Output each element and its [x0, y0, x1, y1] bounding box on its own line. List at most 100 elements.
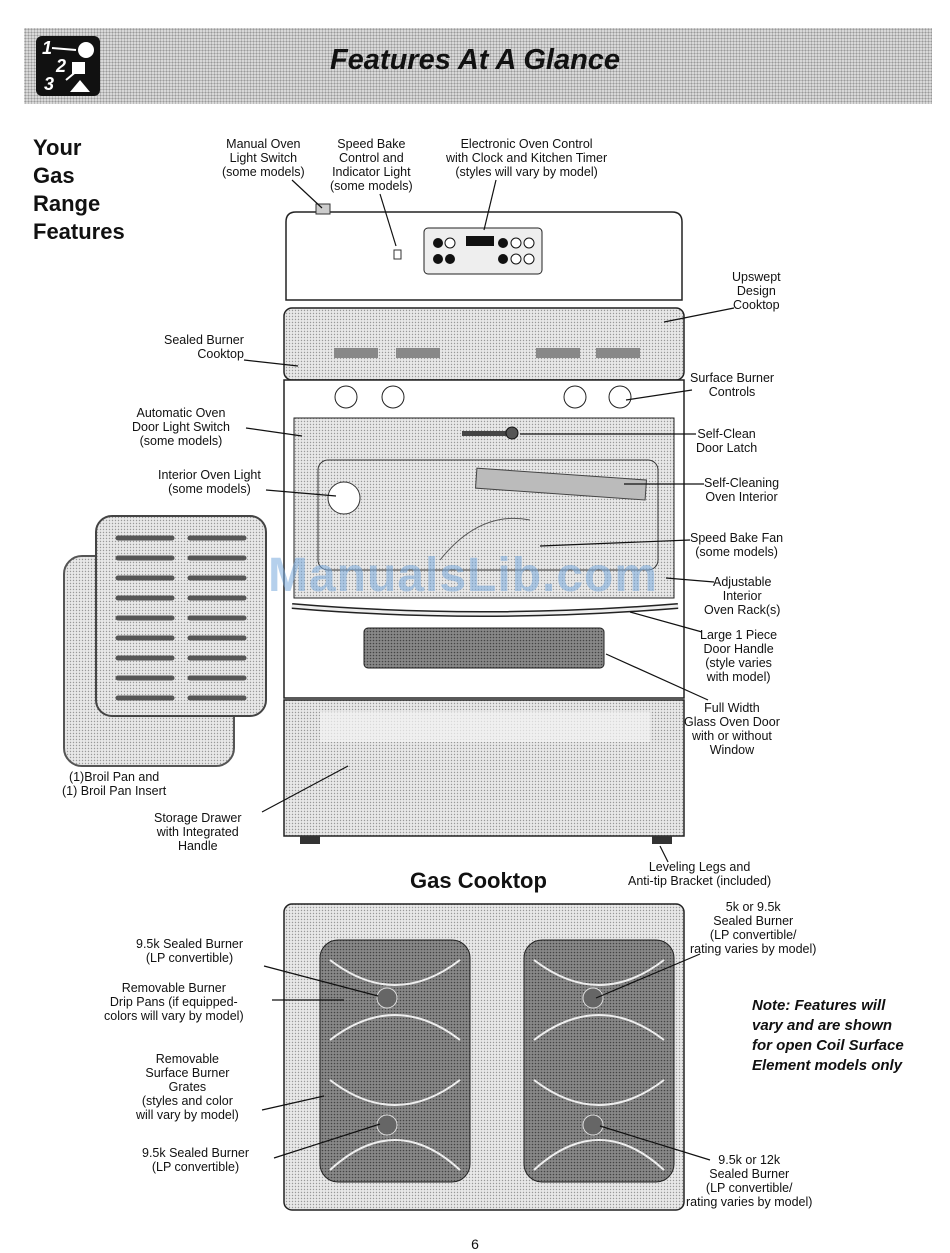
label-burner-5k: 5k or 9.5k Sealed Burner (LP convertible…: [690, 900, 816, 956]
logo-digit-1: 1: [42, 38, 53, 58]
logo-shapes-icon: [51, 42, 94, 92]
label-line: Sealed Burner: [164, 333, 244, 347]
steps-logo-icon: 1 2 3: [36, 36, 100, 96]
label-line: Upswept: [732, 270, 781, 284]
label-line: Sealed Burner: [713, 914, 794, 928]
label-line: Speed Bake Fan: [690, 531, 784, 545]
label-upswept-cooktop: Upswept Design Cooktop: [732, 270, 781, 312]
label-line: Cooktop: [733, 298, 780, 312]
label-line: Oven Rack(s): [704, 603, 781, 617]
label-line: Surface Burner: [145, 1066, 230, 1080]
label-line: with model): [706, 670, 771, 684]
label-drip-pans: Removable Burner Drip Pans (if equipped-…: [104, 981, 244, 1023]
watermark: ManualsLib.com: [268, 549, 659, 602]
label-burner-95k-bottom: 9.5k Sealed Burner (LP convertible): [142, 1146, 249, 1174]
label-line: Cooktop: [197, 347, 244, 361]
gas-cooktop-title: Gas Cooktop: [410, 868, 547, 893]
label-line: Large 1 Piece: [700, 628, 778, 642]
features-note: Note: Features will vary and are shown f…: [752, 996, 904, 1076]
section-title-line: Range: [33, 191, 101, 216]
label-line: Anti-tip Bracket (included): [628, 874, 772, 888]
label-line: Oven Interior: [705, 490, 778, 504]
label-line: Removable Burner: [121, 981, 226, 995]
label-glass-oven-door: Full Width Glass Oven Door with or witho…: [684, 701, 780, 757]
label-line: rating varies by model): [686, 1195, 813, 1209]
label-line: Door Light Switch: [132, 420, 230, 434]
label-line: Handle: [177, 839, 218, 853]
page-number: 6: [471, 1236, 479, 1252]
label-line: Leveling Legs and: [648, 860, 751, 874]
label-line: (LP convertible/: [705, 1181, 793, 1195]
label-line: with Integrated: [156, 825, 239, 839]
label-line: (style varies: [705, 656, 772, 670]
label-line: Design: [736, 284, 776, 298]
logo-digit-2: 2: [56, 56, 67, 76]
label-line: 9.5k Sealed Burner: [142, 1146, 250, 1160]
label-burner-grates: Removable Surface Burner Grates (styles …: [136, 1052, 239, 1122]
note-line: for open Coil Surface: [752, 1037, 904, 1054]
label-interior-oven-light: Interior Oven Light (some models): [158, 468, 261, 496]
label-electronic-oven-control: Electronic Oven Control with Clock and K…: [446, 137, 607, 179]
label-line: Controls: [708, 385, 756, 399]
label-line: Speed Bake: [337, 137, 406, 151]
label-line: with or without: [691, 729, 772, 743]
label-storage-drawer: Storage Drawer with Integrated Handle: [154, 811, 242, 853]
label-line: Door Latch: [696, 441, 758, 455]
label-speed-bake-fan: Speed Bake Fan (some models): [690, 531, 783, 559]
label-line: Light Switch: [229, 151, 298, 165]
label-line: colors will vary by model): [104, 1009, 244, 1023]
label-line: (styles and color: [141, 1094, 233, 1108]
label-line: Manual Oven: [226, 137, 301, 151]
label-line: Self-Cleaning: [704, 476, 780, 490]
label-self-clean-door-latch: Self-Clean Door Latch: [696, 427, 757, 455]
label-door-handle: Large 1 Piece Door Handle (style varies …: [700, 628, 777, 684]
label-manual-oven-light: Manual Oven Light Switch (some models): [222, 137, 305, 179]
label-line: 9.5k Sealed Burner: [136, 937, 244, 951]
label-line: Indicator Light: [332, 165, 411, 179]
note-line: Note: Features will: [752, 997, 886, 1014]
label-line: will vary by model): [136, 1108, 239, 1122]
label-burner-12k: 9.5k or 12k Sealed Burner (LP convertibl…: [686, 1153, 812, 1209]
label-line: with Clock and Kitchen Timer: [446, 151, 608, 165]
label-sealed-burner-cooktop: Sealed Burner Cooktop: [164, 333, 244, 361]
label-line: (1) Broil Pan Insert: [62, 784, 167, 798]
label-surface-burner-controls: Surface Burner Controls: [690, 371, 774, 399]
label-line: (some models): [222, 165, 305, 179]
label-leveling-legs: Leveling Legs and Anti-tip Bracket (incl…: [628, 860, 771, 888]
label-line: rating varies by model): [690, 942, 817, 956]
label-line: Automatic Oven: [136, 406, 226, 420]
label-broil-pan: (1)Broil Pan and (1) Broil Pan Insert: [62, 770, 166, 798]
label-line: Full Width: [704, 701, 760, 715]
section-title-line: Gas: [33, 163, 75, 188]
header-band: [24, 28, 932, 104]
label-burner-95k-top: 9.5k Sealed Burner (LP convertible): [136, 937, 243, 965]
label-line: (some models): [139, 434, 223, 448]
label-line: Glass Oven Door: [684, 715, 780, 729]
label-line: 9.5k or 12k: [718, 1153, 781, 1167]
label-automatic-door-light-switch: Automatic Oven Door Light Switch (some m…: [132, 406, 230, 448]
note-line: Element models only: [752, 1057, 903, 1074]
label-self-cleaning-oven-interior: Self-Cleaning Oven Interior: [704, 476, 779, 504]
section-title-line: Your: [33, 135, 82, 160]
label-line: Electronic Oven Control: [460, 137, 593, 151]
label-line: Control and: [339, 151, 404, 165]
label-line: Surface Burner: [690, 371, 775, 385]
label-line: (some models): [168, 482, 251, 496]
label-adjustable-oven-rack: Adjustable Interior Oven Rack(s): [704, 575, 780, 617]
label-line: 5k or 9.5k: [725, 900, 781, 914]
label-line: (LP convertible): [145, 951, 234, 965]
label-line: Grates: [168, 1080, 207, 1094]
label-line: Window: [709, 743, 755, 757]
page-title: Features At A Glance: [329, 44, 621, 76]
label-line: (styles will vary by model): [455, 165, 598, 179]
label-line: Storage Drawer: [154, 811, 242, 825]
label-line: (some models): [330, 179, 413, 193]
label-line: Sealed Burner: [709, 1167, 790, 1181]
label-line: (LP convertible): [151, 1160, 240, 1174]
label-line: Interior Oven Light: [158, 468, 261, 482]
note-line: vary and are shown: [752, 1017, 893, 1034]
section-title-line: Features: [33, 219, 125, 244]
logo-digit-3: 3: [44, 74, 55, 94]
label-line: Drip Pans (if equipped-: [109, 995, 238, 1009]
